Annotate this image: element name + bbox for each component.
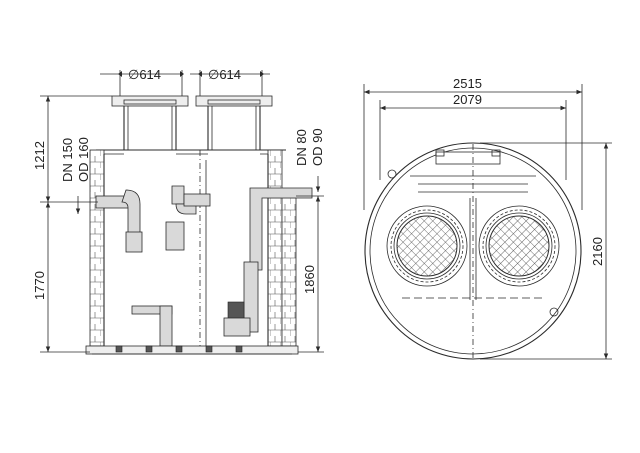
height-right-label: 1860 xyxy=(302,265,317,294)
manhole-cover-left xyxy=(111,95,189,151)
inner-pipe xyxy=(165,185,211,251)
wall-right xyxy=(267,149,283,347)
cover-diameter-left: ∅614 xyxy=(128,67,161,82)
height-upper-label: 1212 xyxy=(32,141,47,170)
tank-outline xyxy=(364,142,582,360)
side-view: ∅614 ∅614 xyxy=(32,67,325,355)
right-height-dimensions xyxy=(296,176,324,353)
pump xyxy=(223,261,259,337)
left-height-dimensions xyxy=(40,95,112,353)
depth-dimension xyxy=(480,142,612,360)
outer-width-label: 2515 xyxy=(453,76,482,91)
cover-dimension-lines xyxy=(100,70,270,96)
top-view: 2515 2079 xyxy=(363,76,612,360)
inlet-od-label: OD 160 xyxy=(76,137,91,182)
height-left-label: 1770 xyxy=(32,271,47,300)
depth-label: 2160 xyxy=(590,237,605,266)
top-cover-left xyxy=(386,205,468,287)
base-feet xyxy=(115,345,243,353)
outlet-dn-label: DN 80 xyxy=(294,129,309,166)
cover-diameter-right: ∅614 xyxy=(208,67,241,82)
outlet-od-label: OD 90 xyxy=(310,128,325,166)
inner-width-label: 2079 xyxy=(453,92,482,107)
bottom-pipe xyxy=(131,305,173,347)
manhole-cover-right xyxy=(195,95,273,151)
top-width-dimensions xyxy=(363,84,583,210)
wall-right-outer xyxy=(281,195,297,347)
top-flange xyxy=(435,151,501,165)
inlet-dn-label: DN 150 xyxy=(60,138,75,182)
top-cover-right xyxy=(478,205,560,287)
wall-left xyxy=(89,149,105,347)
inlet-pipe xyxy=(95,189,143,253)
